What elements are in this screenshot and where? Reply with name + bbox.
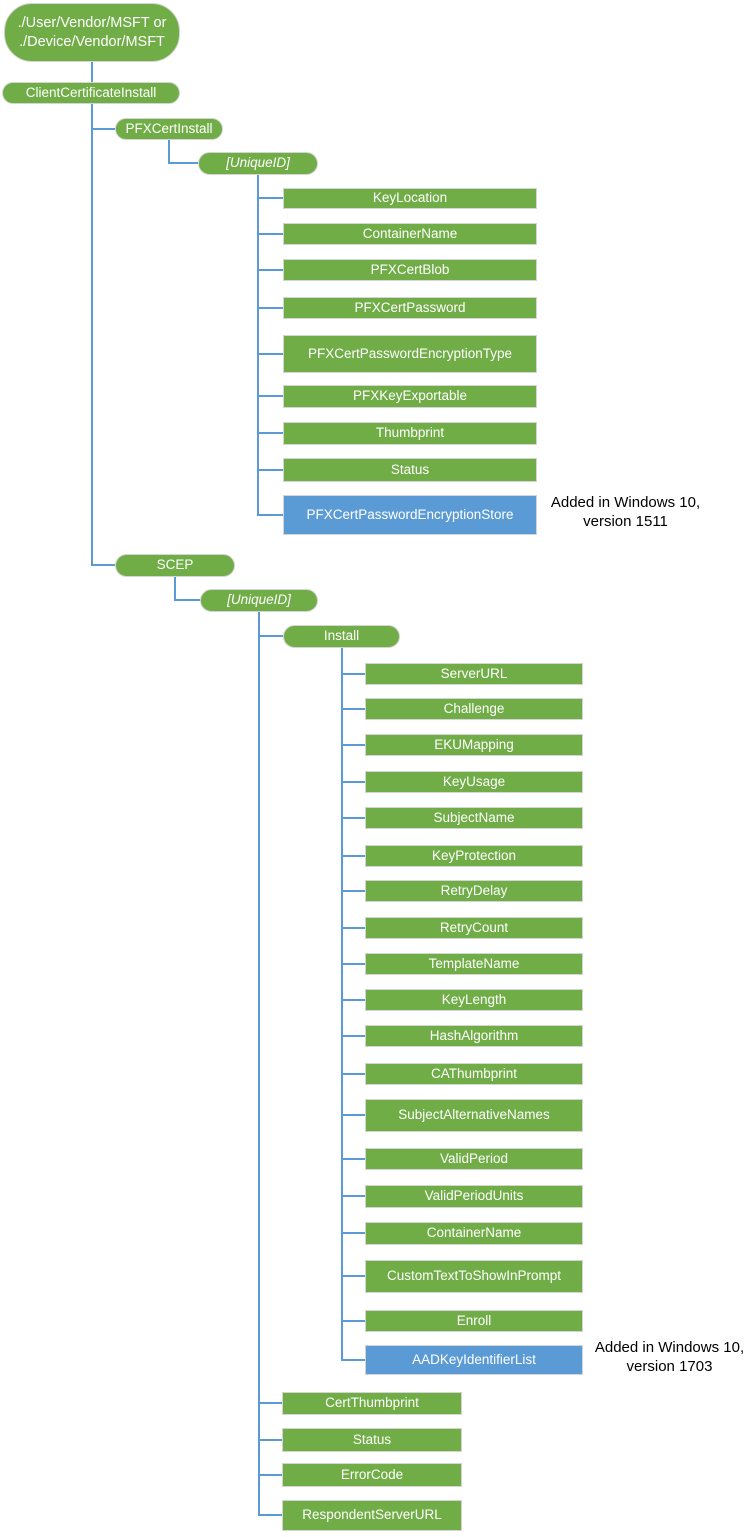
node-certthumbprint: CertThumbprint <box>282 1392 462 1415</box>
node-templatename: TemplateName <box>365 953 583 975</box>
node-pfxcertpassword: PFXCertPassword <box>283 297 537 319</box>
node-respondentserverurl: RespondentServerURL <box>282 1500 462 1531</box>
node-pfxcertinstall: PFXCertInstall <box>115 118 223 140</box>
node-root-path: ./User/Vendor/MSFT or ./Device/Vendor/MS… <box>4 3 180 62</box>
node-pfx-status: Status <box>283 458 537 482</box>
node-pfxcertpasswordencryptionstore: PFXCertPasswordEncryptionStore <box>283 495 537 535</box>
node-keylocation: KeyLocation <box>283 188 537 209</box>
node-subjectname: SubjectName <box>365 807 583 829</box>
node-pfx-thumbprint: Thumbprint <box>283 422 537 445</box>
node-cathumbprint: CAThumbprint <box>365 1063 583 1085</box>
node-pfxkeyexportable: PFXKeyExportable <box>283 385 537 408</box>
node-pfxcertblob: PFXCertBlob <box>283 259 537 281</box>
note-added-windows10-1511: Added in Windows 10, version 1511 <box>550 494 701 530</box>
node-aadkeyidentifierlist: AADKeyIdentifierList <box>365 1345 583 1375</box>
note-added-windows10-1703: Added in Windows 10, version 1703 <box>594 1339 745 1375</box>
node-scep-containername: ContainerName <box>365 1222 583 1245</box>
node-enroll: Enroll <box>365 1310 583 1332</box>
node-keylength: KeyLength <box>365 989 583 1011</box>
node-clientcertificateinstall: ClientCertificateInstall <box>2 82 180 104</box>
node-keyprotection: KeyProtection <box>365 845 583 867</box>
node-install: Install <box>283 625 400 648</box>
node-scep: SCEP <box>115 554 235 577</box>
node-validperiodunits: ValidPeriodUnits <box>365 1185 583 1208</box>
node-errorcode: ErrorCode <box>282 1463 462 1487</box>
node-keyusage: KeyUsage <box>365 771 583 793</box>
node-retrydelay: RetryDelay <box>365 880 583 902</box>
node-scep-status: Status <box>282 1428 462 1452</box>
node-challenge: Challenge <box>365 698 583 720</box>
node-scep-uniqueid: [UniqueID] <box>200 589 318 612</box>
node-customtexttoshowinprompt: CustomTextToShowInPrompt <box>365 1260 583 1293</box>
node-serverurl: ServerURL <box>365 663 583 685</box>
node-retrycount: RetryCount <box>365 917 583 939</box>
node-pfx-uniqueid: [UniqueID] <box>198 152 318 175</box>
node-hashalgorithm: HashAlgorithm <box>365 1025 583 1047</box>
node-subjectalternativenames: SubjectAlternativeNames <box>365 1099 583 1132</box>
node-validperiod: ValidPeriod <box>365 1148 583 1170</box>
node-pfxcertpasswordencryptiontype: PFXCertPasswordEncryptionType <box>283 335 537 373</box>
node-ekumapping: EKUMapping <box>365 734 583 756</box>
node-pfx-containername: ContainerName <box>283 223 537 245</box>
